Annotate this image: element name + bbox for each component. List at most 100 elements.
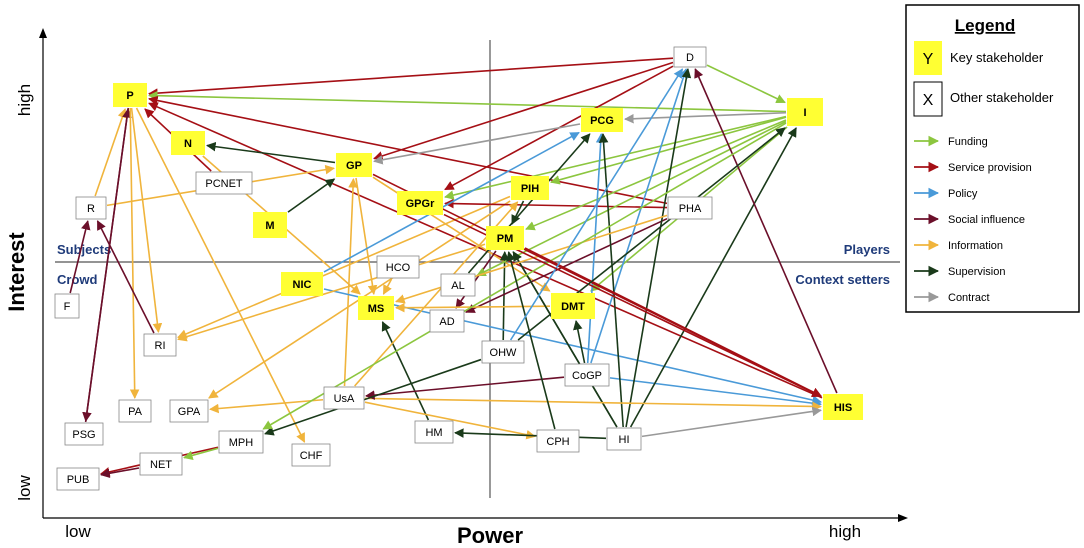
node-usa: UsA	[323, 386, 365, 410]
legend-key-symbol: Y	[923, 51, 934, 68]
node-ohw: OHW	[481, 340, 525, 364]
node-label: P	[126, 90, 133, 102]
legend-key-swatch	[914, 41, 942, 75]
node-pub: PUB	[56, 467, 100, 491]
node-mph: MPH	[218, 430, 264, 454]
edge-p-to-psg	[82, 107, 130, 422]
edge-cogp-to-dmt	[573, 320, 586, 364]
edge-r-to-p	[94, 108, 127, 197]
edge-ohw-to-d	[509, 68, 684, 341]
node-pha: PHA	[667, 196, 713, 220]
edge-i-to-p	[148, 90, 787, 113]
node-al: AL	[440, 273, 476, 297]
node-label: HI	[619, 434, 630, 446]
node-label: PM	[497, 233, 514, 245]
legend-item-social-influence: Social influence	[914, 213, 1025, 226]
node-box	[281, 272, 323, 296]
edge-ri-to-r	[96, 220, 155, 334]
edge-hi-to-hm	[454, 428, 607, 440]
node-chf: CHF	[291, 443, 331, 467]
legend-label: Information	[948, 240, 1003, 252]
edge-hi-to-i	[629, 127, 797, 428]
legend-label: Social influence	[948, 214, 1025, 226]
edge-p-to-pa	[129, 107, 140, 399]
node-box	[440, 273, 476, 297]
node-nic: NIC	[281, 272, 323, 296]
node-box	[551, 293, 595, 319]
node-box	[54, 293, 80, 319]
node-label: GPA	[178, 406, 201, 418]
node-box	[429, 309, 465, 333]
node-label: CoGP	[572, 370, 602, 382]
node-ad: AD	[429, 309, 465, 333]
legend-item-information: Information	[914, 239, 1003, 252]
edge-usa-to-his	[364, 397, 822, 412]
edge-i-to-pm	[525, 119, 787, 231]
node-hm: HM	[414, 420, 454, 444]
quadrant-subjects: Subjects	[57, 242, 111, 257]
node-pih: PIH	[511, 176, 549, 200]
legend-label: Supervision	[948, 266, 1005, 278]
node-net: NET	[139, 452, 183, 476]
legend-label: Service provision	[948, 162, 1032, 174]
edge-hi-to-pcg	[598, 133, 624, 428]
node-box	[253, 212, 287, 238]
legend-item-policy: Policy	[914, 187, 978, 200]
node-label: CPH	[546, 436, 569, 448]
node-box	[397, 191, 443, 215]
node-label: F	[64, 301, 71, 313]
edge-ohw-to-pm	[499, 251, 510, 341]
node-label: MPH	[229, 437, 254, 449]
node-label: AL	[451, 280, 464, 292]
node-his: HIS	[823, 394, 863, 420]
node-pcg: PCG	[581, 108, 623, 132]
node-label: GP	[346, 160, 362, 172]
edge-p-to-chf	[135, 107, 306, 443]
node-box	[56, 467, 100, 491]
node-hco: HCO	[376, 255, 420, 279]
node-box	[606, 427, 642, 451]
node-box	[143, 333, 177, 357]
edge-hm-to-ms	[381, 321, 430, 421]
node-box	[171, 131, 205, 155]
quadrant-context-setters: Context setters	[795, 272, 890, 287]
edge-usa-to-gp	[343, 178, 358, 387]
edge-pih-to-pm	[511, 200, 525, 225]
y-axis-arrow	[39, 28, 47, 38]
legend-label: Policy	[948, 188, 978, 200]
edge-i-to-pcg	[624, 111, 787, 124]
edge-hi-to-d	[625, 68, 692, 428]
edge-cogp-to-d	[590, 68, 689, 364]
edge-his-to-d	[694, 68, 838, 394]
edge-usa-to-gpa	[209, 398, 324, 414]
node-label: UsA	[334, 393, 355, 405]
node-label: PSG	[72, 429, 95, 441]
node-box	[481, 340, 525, 364]
node-box	[64, 422, 104, 446]
node-hi: HI	[606, 427, 642, 451]
edge-gp-to-n	[206, 141, 336, 164]
edge-d-to-p	[148, 57, 674, 98]
y-axis-title: Interest	[4, 232, 29, 312]
node-pcnet: PCNET	[195, 171, 253, 195]
x-axis-title: Power	[457, 523, 523, 548]
node-label: R	[87, 203, 95, 215]
node-gpgr: GPGr	[397, 191, 443, 215]
legend-other-swatch	[913, 81, 943, 117]
node-label: PCG	[590, 115, 614, 127]
node-box	[358, 296, 394, 320]
node-box	[823, 394, 863, 420]
edge-i-to-mph	[262, 122, 787, 430]
edge-pm-to-ri	[177, 243, 486, 342]
edge-pha-to-gpgr	[444, 198, 668, 209]
node-box	[486, 226, 524, 250]
node-n: N	[171, 131, 205, 155]
edge-pcg-to-gp	[373, 123, 581, 165]
node-box	[336, 153, 372, 177]
edge-net-to-pub	[100, 467, 140, 479]
edge-hi-to-pm	[512, 251, 618, 428]
edge-i-to-pih	[550, 116, 787, 185]
node-box	[564, 363, 610, 387]
node-box	[673, 46, 707, 68]
